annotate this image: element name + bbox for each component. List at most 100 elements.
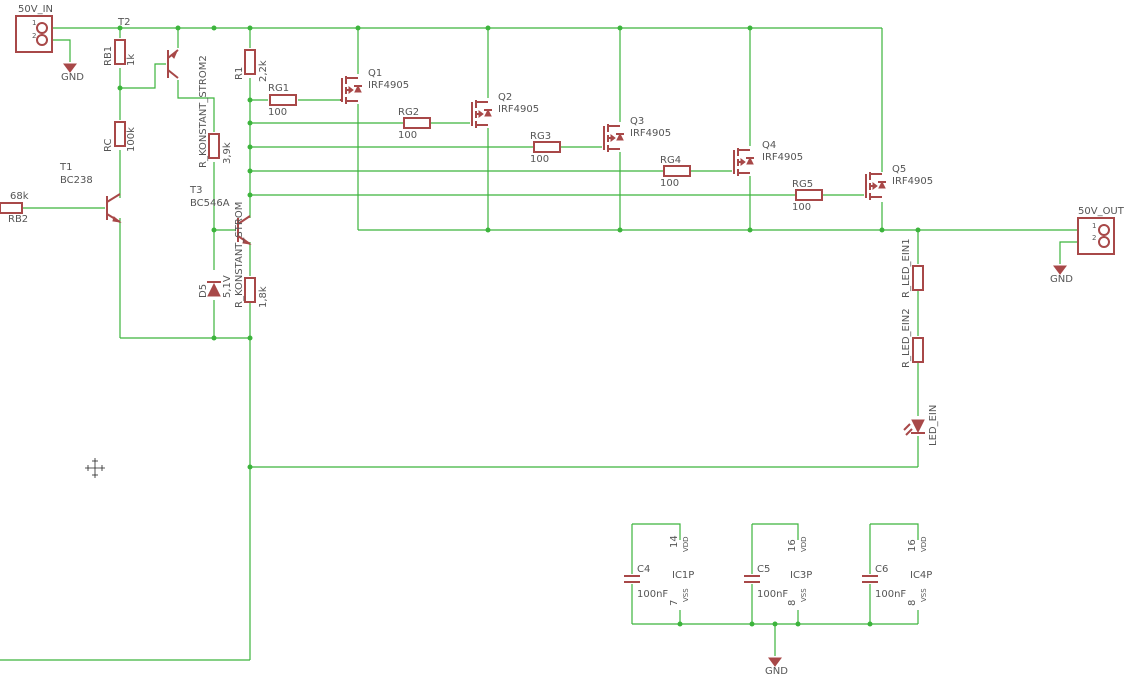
power-pins-ic4p[interactable]: VDD 16 IC4P VSS 8 bbox=[907, 536, 932, 606]
resistor-r-konstant-strom[interactable]: R_KONSTANT_STROM 1,8k bbox=[234, 202, 269, 308]
resistor-rg4[interactable]: RG4 100 bbox=[660, 155, 691, 189]
ic1p-vss-pin: 7 bbox=[669, 600, 680, 606]
connector-out-pin-1: 1 bbox=[1092, 222, 1096, 230]
t1-name: T1 bbox=[59, 162, 72, 173]
rb2-name: RB2 bbox=[8, 214, 28, 225]
resistor-rg1[interactable]: RG1 100 bbox=[268, 83, 297, 118]
gnd-caps-label: GND bbox=[765, 666, 788, 677]
gnd-out-label: GND bbox=[1050, 274, 1073, 285]
q1-value: IRF4905 bbox=[368, 80, 409, 91]
led-ein[interactable]: LED_EIN bbox=[903, 405, 939, 446]
connector-in-pin-2: 2 bbox=[32, 32, 36, 40]
t1-value: BC238 bbox=[60, 175, 93, 186]
q2-name: Q2 bbox=[498, 92, 512, 103]
mosfet-q4[interactable]: Q4 IRF4905 bbox=[733, 140, 803, 176]
rg3-name: RG3 bbox=[530, 131, 551, 142]
resistor-rg3[interactable]: RG3 100 bbox=[530, 131, 561, 165]
q3-value: IRF4905 bbox=[630, 128, 671, 139]
capacitor-c4[interactable]: C4 100nF bbox=[624, 564, 668, 600]
gnd-symbol-caps: GND bbox=[765, 657, 788, 677]
q2-value: IRF4905 bbox=[498, 104, 539, 115]
transistor-t3[interactable]: T3 BC546A bbox=[189, 185, 252, 245]
ic3p-vdd-pin: 16 bbox=[787, 539, 798, 552]
q1-name: Q1 bbox=[368, 68, 382, 79]
transistor-t2[interactable]: T2 bbox=[117, 17, 179, 79]
connector-50v-out[interactable]: 50V_OUT 1 2 bbox=[1077, 206, 1125, 255]
ic1p-vdd: VDD bbox=[682, 536, 690, 552]
capacitor-c5[interactable]: C5 100nF bbox=[744, 564, 788, 600]
rg1-name: RG1 bbox=[268, 83, 289, 94]
ic1p-vss: VSS bbox=[682, 588, 690, 602]
c4-name: C4 bbox=[637, 564, 650, 575]
zener-diode-d5[interactable]: D5 5,1V bbox=[198, 275, 233, 298]
rg3-value: 100 bbox=[530, 154, 549, 165]
junctions bbox=[117, 25, 921, 627]
ic4p-vss-pin: 8 bbox=[907, 600, 918, 606]
r1-name: R1 bbox=[234, 67, 245, 80]
c6-name: C6 bbox=[875, 564, 888, 575]
ic3p-name: IC3P bbox=[790, 570, 812, 581]
mosfet-q1[interactable]: Q1 IRF4905 bbox=[340, 68, 409, 104]
d5-name: D5 bbox=[198, 284, 209, 298]
resistor-rc[interactable]: RC 100k bbox=[103, 121, 137, 152]
rb1-value: 1k bbox=[126, 54, 137, 66]
q5-value: IRF4905 bbox=[892, 176, 933, 187]
rc-value: 100k bbox=[126, 127, 137, 152]
resistor-rb2[interactable]: 68k RB2 bbox=[0, 191, 29, 225]
q4-value: IRF4905 bbox=[762, 152, 803, 163]
rg5-name: RG5 bbox=[792, 179, 813, 190]
rg1-value: 100 bbox=[268, 107, 287, 118]
ic3p-vss: VSS bbox=[800, 588, 808, 602]
ic1p-name: IC1P bbox=[672, 570, 694, 581]
q4-name: Q4 bbox=[762, 140, 776, 151]
connector-50v-in[interactable]: 50V_IN 1 2 bbox=[15, 4, 53, 53]
gnd-in-label: GND bbox=[61, 72, 84, 83]
rb2-value: 68k bbox=[10, 191, 29, 202]
resistor-r-konstant-strom2[interactable]: R_KONSTANT_STROM2 3,9k bbox=[198, 55, 233, 168]
ic3p-vdd: VDD bbox=[800, 536, 808, 552]
t2-name: T2 bbox=[117, 17, 130, 28]
power-pins-ic3p[interactable]: VDD 16 IC3P VSS 8 bbox=[787, 536, 812, 606]
rb1-name: RB1 bbox=[103, 46, 114, 66]
ic3p-vss-pin: 8 bbox=[787, 600, 798, 606]
mosfet-q3[interactable]: Q3 IRF4905 bbox=[603, 116, 671, 152]
rg5-value: 100 bbox=[792, 202, 811, 213]
resistor-rg5[interactable]: RG5 100 bbox=[792, 179, 823, 213]
resistor-rb1[interactable]: RB1 1k bbox=[103, 39, 137, 66]
rg2-value: 100 bbox=[398, 130, 417, 141]
transistor-t1[interactable]: T1 BC238 bbox=[59, 162, 122, 223]
connector-in-pin-1: 1 bbox=[32, 19, 36, 27]
rg2-name: RG2 bbox=[398, 107, 419, 118]
resistor-r-led-ein1[interactable]: R_LED_EIN1 bbox=[901, 238, 924, 298]
t3-name: T3 bbox=[189, 185, 202, 196]
ic4p-name: IC4P bbox=[910, 570, 932, 581]
q5-name: Q5 bbox=[892, 164, 906, 175]
resistor-r1[interactable]: R1 2,2k bbox=[234, 49, 269, 82]
resistor-rg2[interactable]: RG2 100 bbox=[398, 107, 431, 141]
r-konstant-strom2-value: 3,9k bbox=[222, 142, 233, 164]
rg4-name: RG4 bbox=[660, 155, 681, 166]
rg4-value: 100 bbox=[660, 178, 679, 189]
r-konstant-strom2-name: R_KONSTANT_STROM2 bbox=[198, 55, 209, 168]
connector-out-pin-2: 2 bbox=[1092, 234, 1096, 242]
ic4p-vdd-pin: 16 bbox=[907, 539, 918, 552]
c6-value: 100nF bbox=[875, 589, 906, 600]
r1-value: 2,2k bbox=[258, 60, 269, 82]
connector-in-label: 50V_IN bbox=[18, 4, 53, 15]
q3-name: Q3 bbox=[630, 116, 644, 127]
power-pins-ic1p[interactable]: VDD 14 IC1P VSS 7 bbox=[669, 535, 694, 606]
mosfet-q2[interactable]: Q2 IRF4905 bbox=[471, 92, 539, 128]
capacitor-c6[interactable]: C6 100nF bbox=[862, 564, 906, 600]
mosfet-q5[interactable]: Q5 IRF4905 bbox=[865, 164, 933, 200]
gnd-symbol-out: GND bbox=[1050, 265, 1073, 285]
r-led-ein2-name: R_LED_EIN2 bbox=[901, 308, 912, 368]
gnd-symbol-in: GND bbox=[61, 63, 84, 83]
c5-name: C5 bbox=[757, 564, 770, 575]
connector-out-label: 50V_OUT bbox=[1078, 206, 1125, 217]
ic4p-vss: VSS bbox=[920, 588, 928, 602]
c4-value: 100nF bbox=[637, 589, 668, 600]
resistor-r-led-ein2[interactable]: R_LED_EIN2 bbox=[901, 308, 924, 368]
t3-value: BC546A bbox=[190, 198, 230, 209]
led-ein-name: LED_EIN bbox=[928, 405, 939, 446]
